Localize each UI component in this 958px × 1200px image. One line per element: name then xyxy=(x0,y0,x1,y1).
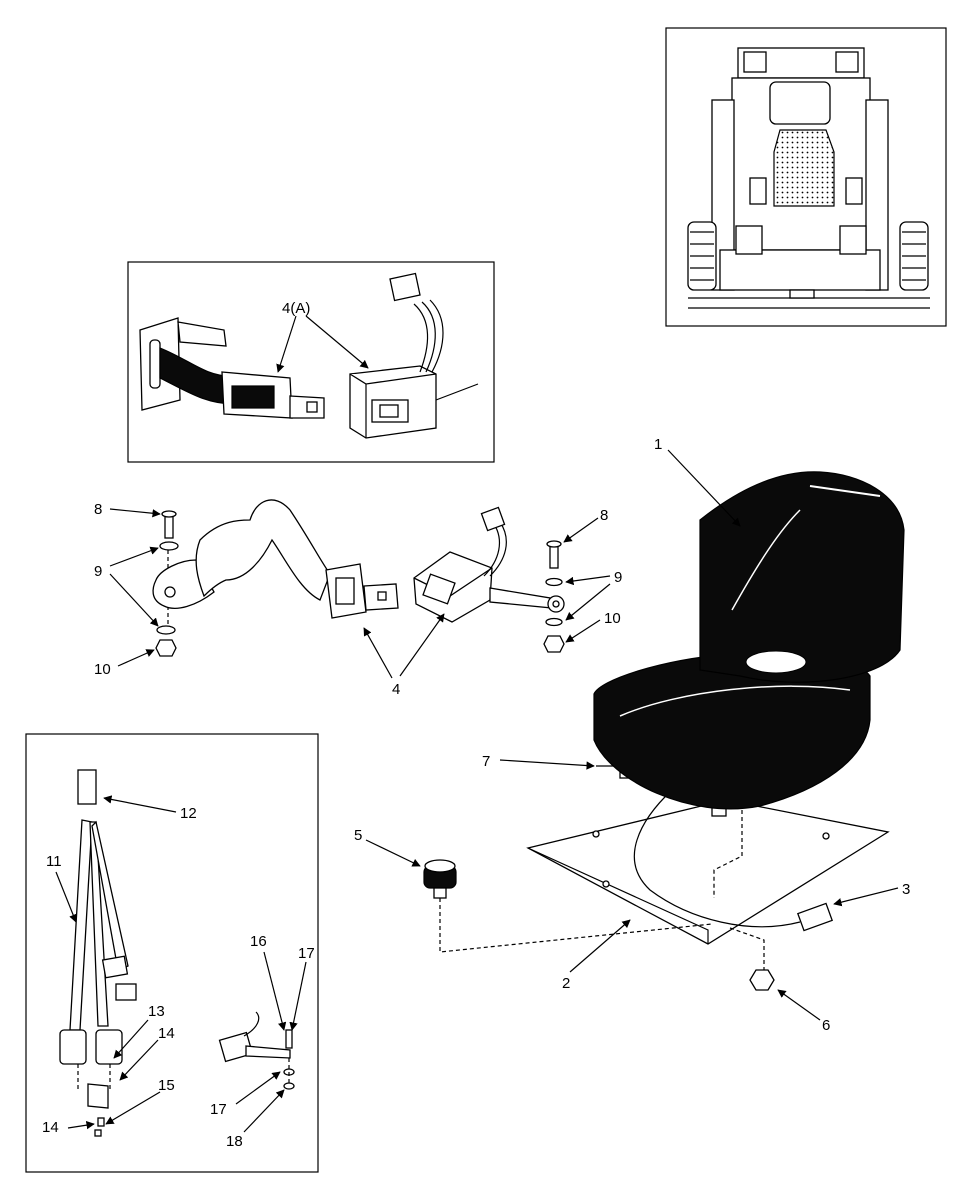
seatbelt-receiver-assembly xyxy=(413,506,565,653)
seatbelt-buckle-assembly xyxy=(152,499,399,657)
callout-5: 5 xyxy=(354,827,362,844)
callout-17-lower: 17 xyxy=(210,1101,227,1118)
callout-16: 16 xyxy=(250,933,267,950)
callout-10-left: 10 xyxy=(94,661,111,678)
callout-11: 11 xyxy=(46,853,62,870)
leader-lines xyxy=(55,315,899,1133)
callout-7: 7 xyxy=(482,753,490,770)
callout-10-right: 10 xyxy=(604,610,621,627)
seatbelt-receiver-illustration xyxy=(349,272,479,439)
shoulder-belt-illustration xyxy=(59,769,137,1137)
callout-8-right: 8 xyxy=(600,507,608,524)
seatbelt-buckle-illustration xyxy=(139,317,325,419)
machine-inset xyxy=(665,27,947,327)
callout-14-upper: 14 xyxy=(158,1025,175,1042)
shoulder-belt-receiver-illustration xyxy=(218,1011,295,1090)
callout-12: 12 xyxy=(180,805,197,822)
callout-9-left: 9 xyxy=(94,563,102,580)
callout-3: 3 xyxy=(902,881,910,898)
callout-4a: 4(A) xyxy=(282,300,310,317)
harness-connector xyxy=(796,902,834,932)
callout-9-right: 9 xyxy=(614,569,622,586)
seat-wire-harness xyxy=(633,789,801,928)
callout-17-upper: 17 xyxy=(298,945,315,962)
adjustment-knob xyxy=(423,859,457,899)
shoulder-belt-inset xyxy=(25,733,319,1173)
seat xyxy=(593,471,905,817)
callout-8-left: 8 xyxy=(94,501,102,518)
callout-labels: 1 2 3 4 4(A) 5 6 7 8 8 9 9 10 10 11 12 1… xyxy=(42,300,910,1150)
seat-nut xyxy=(749,969,775,991)
seat-mounting-plate xyxy=(526,799,890,945)
seatbelt-inset xyxy=(127,261,495,463)
callout-1: 1 xyxy=(654,436,662,453)
shoulder-belt-inset-frame xyxy=(25,733,319,1173)
seatbelt-inset-frame xyxy=(127,261,495,463)
callout-6: 6 xyxy=(822,1017,830,1034)
machine-inset-frame xyxy=(665,27,947,327)
machine-illustration xyxy=(687,47,930,309)
callout-13: 13 xyxy=(148,1003,165,1020)
callout-18: 18 xyxy=(226,1133,243,1150)
callout-14-lower: 14 xyxy=(42,1119,59,1136)
callout-4: 4 xyxy=(392,681,400,698)
seat-assembly xyxy=(423,471,905,991)
callout-2: 2 xyxy=(562,975,570,992)
callout-15: 15 xyxy=(158,1077,175,1094)
